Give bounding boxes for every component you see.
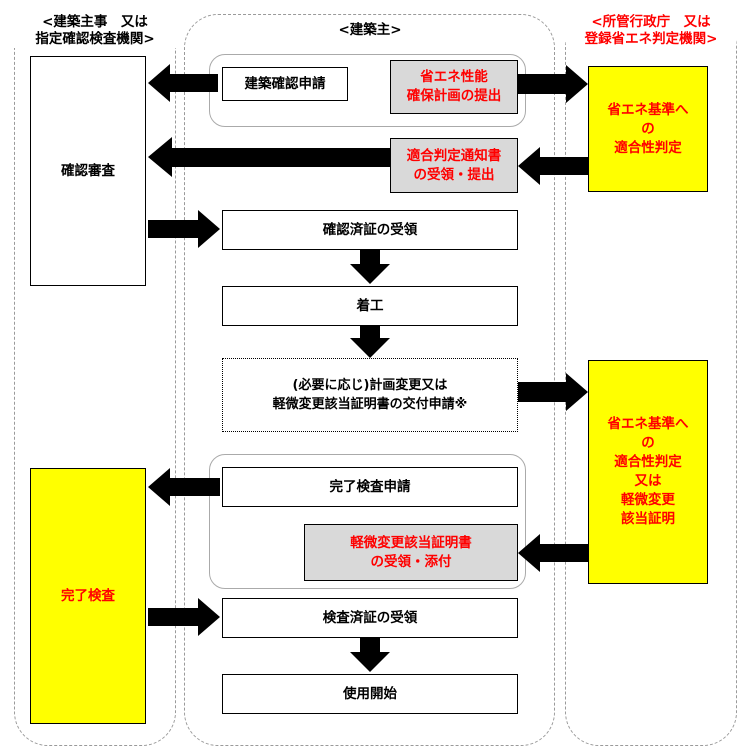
lane-left-header: <建築主事 又は 指定確認検査機関> (14, 14, 176, 48)
arrow-down-icon (350, 250, 390, 284)
confirm-cert-receive-box: 確認済証の受領 (222, 210, 518, 250)
construction-start-box: 着工 (222, 286, 518, 326)
arrow-left-icon (148, 137, 390, 177)
judgement-box-2: 省エネ基準へ の 適合性判定 又は 軽微変更 該当証明 (588, 360, 708, 584)
arrow-left-icon (148, 64, 218, 102)
arrow-right-icon (148, 598, 220, 636)
confirm-review-box: 確認審査 (30, 56, 146, 286)
arrow-down-icon (350, 326, 390, 358)
start-use-box: 使用開始 (222, 674, 518, 714)
lane-center-header: <建築主> (310, 22, 430, 39)
energy-plan-submit-box: 省エネ性能 確保計画の提出 (390, 60, 518, 114)
arrow-right-icon (148, 210, 220, 248)
minor-change-cert-receive-box: 軽微変更該当証明書 の受領・添付 (304, 524, 518, 581)
arrow-left-icon (148, 468, 220, 506)
lane-right-header: <所管行政庁 又は 登録省エネ判定機関> (566, 14, 736, 48)
build-confirm-apply-box: 建築確認申請 (222, 67, 348, 101)
inspection-cert-receive-box: 検査済証の受領 (222, 598, 518, 638)
plan-change-apply-box: (必要に応じ)計画変更又は 軽微変更該当証明書の交付申請※ (222, 358, 518, 432)
arrow-left-icon (518, 534, 588, 572)
completion-inspection-box: 完了検査 (30, 468, 146, 724)
arrow-right-icon (518, 373, 588, 411)
group-completion-apply (209, 454, 526, 589)
judgement-box-1: 省エネ基準へ の 適合性判定 (588, 66, 708, 192)
completion-apply-box: 完了検査申請 (222, 467, 518, 507)
lane-center (184, 14, 555, 746)
arrow-left-icon (518, 147, 588, 185)
arrow-down-icon (350, 638, 390, 672)
arrow-right-icon (518, 65, 588, 103)
notice-receive-submit-box: 適合判定通知書 の受領・提出 (390, 138, 518, 193)
